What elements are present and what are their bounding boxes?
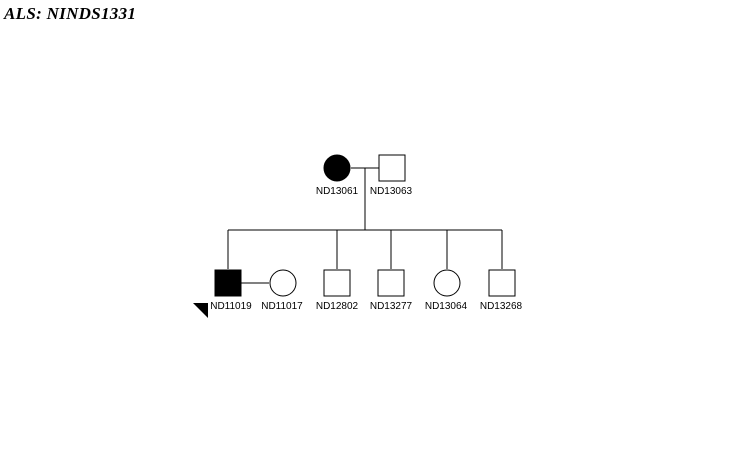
- individual-label: ND12802: [316, 301, 359, 312]
- individual-nd12802[interactable]: ND12802: [316, 269, 359, 312]
- proband-arrow-icon: [193, 303, 208, 318]
- individual-nd11017[interactable]: ND11017: [261, 269, 303, 312]
- pedigree-title: ALS: NINDS1331: [4, 4, 137, 23]
- individual-label: ND11017: [261, 301, 303, 312]
- individual-nd13063[interactable]: ND13063: [370, 154, 413, 197]
- individual-label: ND13063: [370, 186, 413, 197]
- individual-label: ND13268: [480, 301, 523, 312]
- individual-label: ND13061: [316, 186, 359, 197]
- individual-nd11019[interactable]: ND11019: [210, 269, 252, 312]
- individual-label: ND13064: [425, 301, 468, 312]
- individual-label: ND13277: [370, 301, 413, 312]
- individual-nd13064[interactable]: ND13064: [425, 269, 468, 312]
- individual-nd13277[interactable]: ND13277: [370, 269, 413, 312]
- individual-label: ND11019: [210, 301, 252, 312]
- individual-nd13061[interactable]: ND13061: [316, 154, 359, 197]
- individual-nd13268[interactable]: ND13268: [480, 269, 523, 312]
